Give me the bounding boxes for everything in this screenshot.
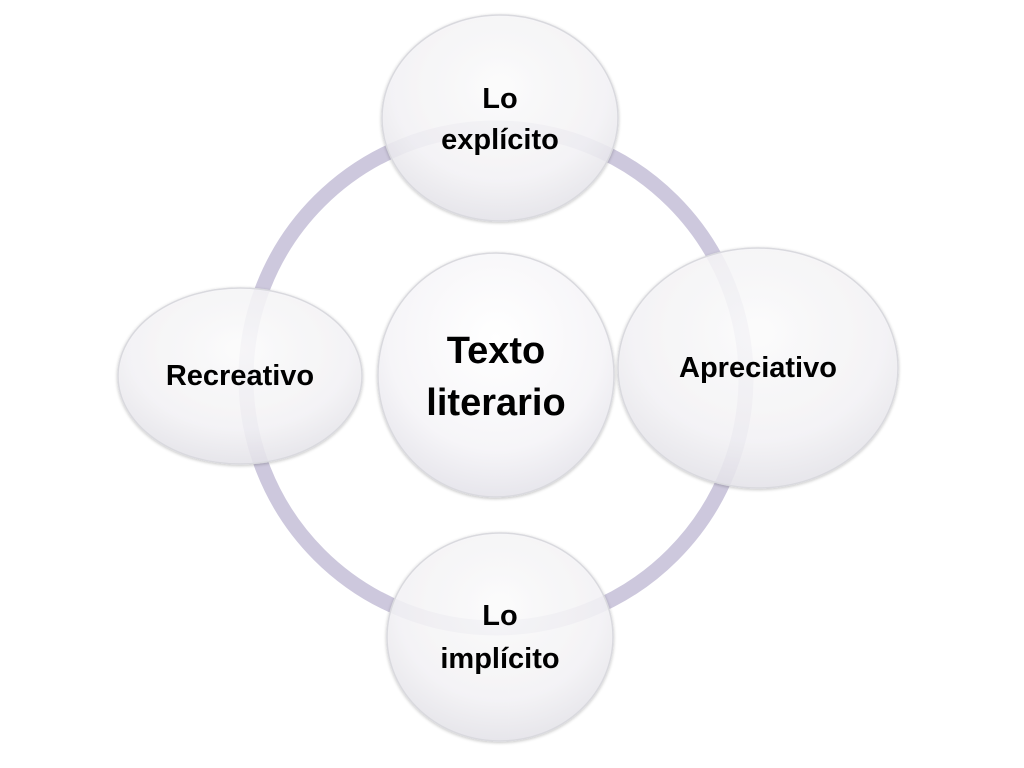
node-recreativo: Recreativo bbox=[117, 287, 363, 465]
node-bottom-label-line-2: implícito bbox=[440, 643, 559, 675]
node-lo-explicito: Lo explícito bbox=[381, 14, 619, 222]
center-label-line-2: literario bbox=[426, 382, 565, 424]
node-bottom-label-line-1: Lo bbox=[482, 600, 517, 632]
node-top-label-line-2: explícito bbox=[441, 124, 559, 156]
node-lo-implicito: Lo implícito bbox=[386, 532, 614, 742]
node-top-label-line-1: Lo bbox=[482, 83, 517, 115]
node-left-label: Recreativo bbox=[166, 360, 314, 392]
center-node: Texto literario bbox=[377, 252, 615, 498]
center-label-line-1: Texto bbox=[447, 330, 546, 372]
node-apreciativo: Apreciativo bbox=[617, 247, 899, 489]
node-right-label: Apreciativo bbox=[679, 352, 837, 384]
